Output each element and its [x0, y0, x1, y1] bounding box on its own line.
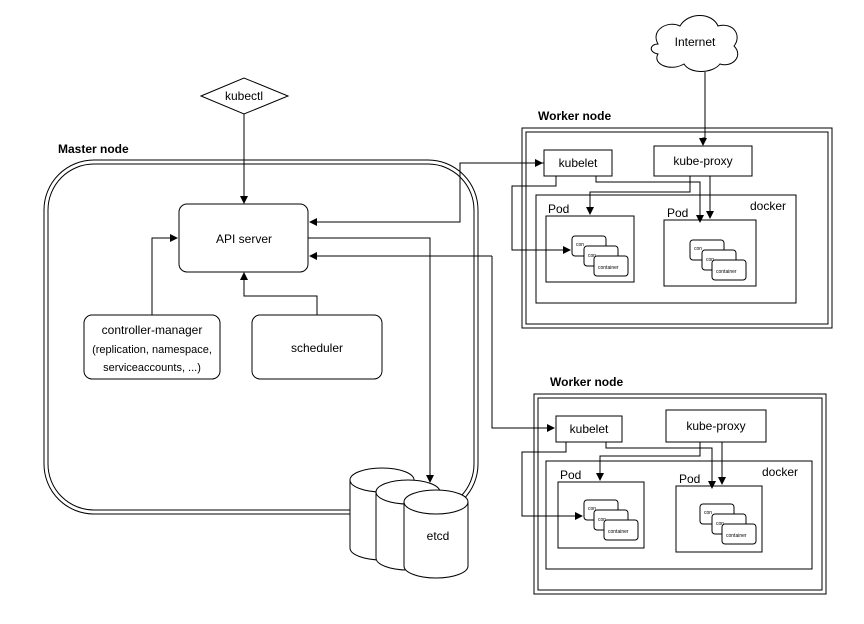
edge-scheduler-api-server	[240, 272, 318, 315]
edge-w2-kube-proxy-pod1	[596, 442, 701, 481]
worker-1-kubelet[interactable]: kubelet	[543, 149, 613, 177]
worker-1-docker-label: docker	[750, 199, 786, 213]
edge-api-server-etcd	[308, 237, 434, 483]
svg-text:con: con	[588, 253, 596, 259]
worker-2-kube-proxy-label: kube-proxy	[686, 419, 745, 433]
worker-node-2-title: Worker node	[550, 375, 623, 389]
worker-2-kube-proxy[interactable]: kube-proxy	[665, 409, 767, 443]
internet-cloud[interactable]: Internet	[650, 15, 739, 72]
connectors	[151, 72, 726, 520]
edge-controller-manager-api-server	[151, 234, 178, 315]
edge-api-server-worker2-kubelet	[491, 256, 555, 432]
controller-manager-label: controller-manager	[102, 323, 203, 337]
etcd-label: etcd	[427, 529, 450, 543]
svg-text:container: container	[726, 533, 747, 539]
worker-node-1-title: Worker node	[538, 109, 611, 123]
worker-1-pod-1-label: Pod	[548, 202, 569, 216]
controller-manager-detail-2: serviceaccounts, ...)	[103, 362, 201, 374]
worker-2-docker-label: docker	[762, 465, 798, 479]
worker-2-pod-1[interactable]: Pod con con container	[557, 468, 645, 549]
svg-text:con: con	[576, 242, 584, 248]
edge-w1-kubelet-pod2	[595, 176, 704, 223]
edge-w2-kubelet-pod1-container	[521, 442, 583, 520]
worker-2-kubelet[interactable]: kubelet	[555, 415, 623, 443]
controller-manager-detail-1: (replication, namespace,	[92, 344, 212, 356]
svg-text:container: container	[608, 529, 629, 535]
svg-text:con: con	[706, 257, 714, 263]
worker-2-pod-2-container-3: container	[721, 523, 757, 545]
worker-2-kubelet-label: kubelet	[570, 422, 609, 436]
etcd-database[interactable]: etcd	[349, 467, 469, 579]
api-server-label: API server	[216, 232, 272, 246]
svg-text:con: con	[704, 510, 712, 516]
edge-w1-kube-proxy-pod1	[586, 176, 691, 215]
etcd-cylinder-front	[403, 489, 469, 579]
scheduler-node[interactable]: scheduler	[251, 314, 383, 380]
kubectl-label: kubectl	[225, 89, 263, 103]
svg-text:con: con	[588, 506, 596, 512]
kubectl-node[interactable]: kubectl	[199, 77, 290, 115]
scheduler-label: scheduler	[291, 341, 343, 355]
svg-text:con: con	[694, 246, 702, 252]
worker-1-pod-2[interactable]: Pod con con container	[663, 206, 757, 287]
worker-2-pod-1-label: Pod	[560, 468, 581, 482]
svg-text:con: con	[716, 521, 724, 527]
svg-text:container: container	[716, 269, 737, 275]
worker-2-pod-2[interactable]: Pod con con container	[675, 472, 763, 553]
worker-1-kube-proxy[interactable]: kube-proxy	[653, 145, 753, 177]
internet-cloud-shape[interactable]	[650, 15, 739, 72]
internet-label: Internet	[675, 35, 716, 49]
svg-text:con: con	[598, 517, 606, 523]
master-node-title: Master node	[58, 142, 129, 156]
worker-1-pod-1-container-3: container	[593, 255, 629, 277]
worker-node-2: Worker node kubelet kube-proxy docker Po…	[533, 375, 827, 595]
svg-text:container: container	[598, 265, 619, 271]
kubectl-diamond[interactable]	[199, 77, 290, 115]
edge-internet-kube-proxy	[699, 72, 707, 146]
worker-1-pod-2-container-3: container	[711, 259, 747, 281]
worker-1-pod-1[interactable]: Pod con con container	[545, 202, 635, 283]
worker-1-kubelet-label: kubelet	[559, 156, 598, 170]
worker-2-pod-1-container-3: container	[603, 519, 639, 541]
controller-manager-node[interactable]: controller-manager (replication, namespa…	[83, 314, 221, 380]
worker-1-kube-proxy-label: kube-proxy	[673, 154, 732, 168]
worker-1-pod-2-label: Pod	[667, 206, 688, 220]
edge-w2-kubelet-pod2	[605, 442, 716, 489]
edge-w1-kubelet-pod1-container	[511, 176, 571, 254]
worker-node-1: Worker node kubelet kube-proxy docker Po…	[521, 109, 833, 329]
worker-2-pod-2-label: Pod	[679, 472, 700, 486]
api-server-node[interactable]: API server	[178, 203, 309, 273]
